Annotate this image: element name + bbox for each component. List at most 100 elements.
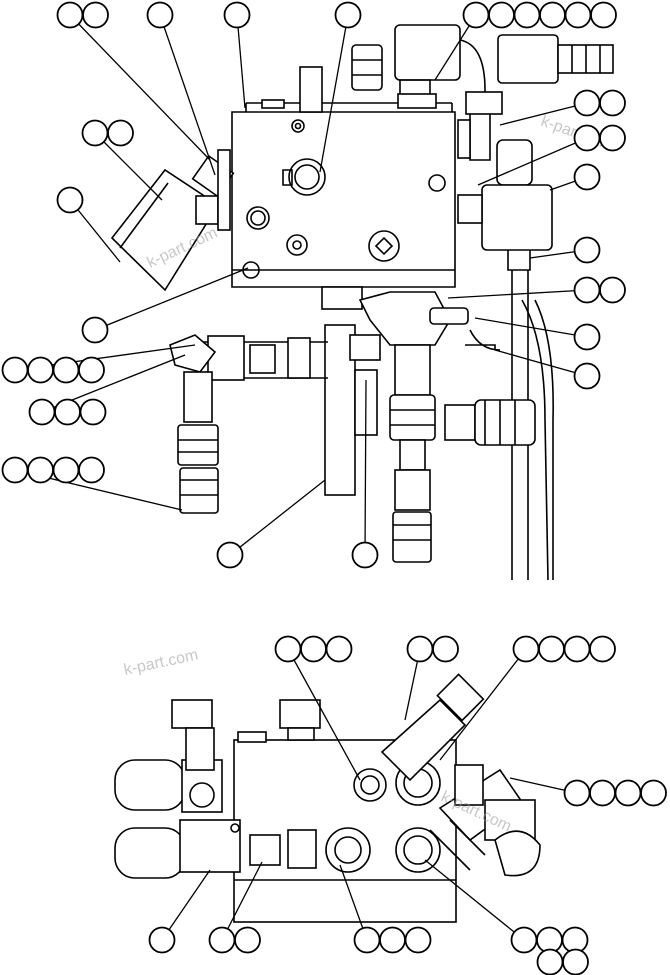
callout-bubble-b7 [404, 926, 432, 954]
top-view-assembly [110, 24, 614, 581]
callout-bubble-t1-group [56, 1, 84, 29]
callout-bubble-b7-group [404, 926, 432, 954]
callout-bubble-t7-group [573, 124, 601, 152]
callout-bubble-t18-group [27, 456, 54, 484]
callout-bubble-t10-group [573, 276, 601, 304]
watermark-text: k-part.com [122, 647, 199, 679]
callout-bubble-t6 [599, 89, 626, 117]
leader-lines [14, 14, 588, 941]
callout-bubble-b2 [406, 635, 434, 663]
callout-bubble-t5-group [564, 1, 592, 29]
leader-line-t1 [69, 14, 211, 161]
callout-bubble-t4 [334, 1, 362, 29]
callout-bubble-t18-group [78, 456, 105, 484]
callout-bubble-b4 [640, 779, 667, 807]
callout-bubble-b4-group [563, 779, 591, 807]
callout-bubble-b8 [536, 948, 564, 975]
callout-bubble-b4-group [589, 779, 616, 807]
callout-bubble-t5-group [488, 1, 515, 29]
leader-line-b8 [424, 859, 525, 941]
callout-bubble-t10 [573, 276, 601, 304]
callout-bubble-t5 [513, 1, 541, 29]
callout-bubble-t12 [573, 362, 601, 390]
callout-bubble-b8-group [562, 948, 589, 975]
callout-bubble-t10 [599, 276, 626, 304]
leader-line-t19 [229, 479, 326, 556]
callout-bubble-t17-group [79, 398, 107, 426]
callout-bubble-t17-group [28, 398, 56, 426]
leader-line-b3 [439, 648, 527, 761]
callout-bubble-t6 [573, 89, 601, 117]
callout-bubble-b3 [512, 635, 540, 663]
callout-bubble-t17-group [54, 398, 81, 426]
callout-bubble-t4-group [334, 1, 362, 29]
callout-bubble-t17 [54, 398, 81, 426]
leader-line-t7 [477, 137, 588, 186]
callout-bubble-t15 [81, 316, 109, 344]
left-coupler-line [169, 334, 328, 514]
callout-bubble-t20 [351, 541, 379, 569]
callout-bubble-b5 [148, 926, 176, 954]
callout-bubble-b3 [589, 635, 616, 663]
callout-bubble-b6-group [208, 926, 236, 954]
callout-bubble-b7 [353, 926, 381, 954]
callout-bubble-t13-group [81, 119, 109, 147]
callout-bubble-b7-group [379, 926, 406, 954]
callout-bubble-t5-group [539, 1, 566, 29]
callout-bubble-b1 [325, 635, 353, 663]
leader-line-b6 [221, 861, 263, 941]
callout-bubble-t2 [146, 1, 174, 29]
main-valve-block [231, 102, 456, 288]
callout-bubble-t7 [599, 124, 626, 152]
callout-bubble-t18 [52, 456, 80, 484]
callout-bubble-t3-group [223, 1, 251, 29]
callout-bubble-t16-group [27, 356, 54, 384]
top-fittings [261, 24, 614, 161]
leader-line-t2 [159, 14, 216, 176]
callout-bubble-t1 [82, 1, 109, 29]
callout-bubble-t5-group [590, 1, 617, 29]
callout-bubble-t17 [28, 398, 56, 426]
leader-line-t6 [499, 102, 588, 126]
leader-line-t20 [364, 379, 367, 556]
callout-bubble-b2 [432, 635, 459, 663]
callout-bubble-t9 [573, 236, 601, 264]
callout-bubble-b3 [538, 635, 565, 663]
callout-bubble-b4-group [640, 779, 667, 807]
callout-bubble-t6-group [573, 89, 601, 117]
right-solenoid-valve [457, 139, 554, 581]
callout-bubble-b7-group [353, 926, 381, 954]
callout-bubble-t14-group [56, 186, 84, 214]
callout-bubble-b1 [300, 635, 327, 663]
callout-bubble-b8 [562, 948, 589, 975]
callout-bubble-b3 [563, 635, 591, 663]
leader-line-t12 [494, 349, 588, 377]
leader-line-t13 [94, 132, 163, 201]
callout-bubble-t8-group [573, 163, 601, 191]
callout-bubble-t11-group [573, 323, 601, 351]
leader-line-t11 [474, 317, 588, 338]
callout-bubble-b1-group [300, 635, 327, 663]
callout-bubble-t2-group [146, 1, 174, 29]
callout-bubble-t1 [56, 1, 84, 29]
callout-bubble-b3-group [538, 635, 565, 663]
callout-bubble-b7 [379, 926, 406, 954]
callout-bubble-t18 [1, 456, 29, 484]
leader-line-t3 [236, 14, 246, 109]
bottom-view-assembly [114, 673, 541, 923]
callout-bubble-t13 [107, 119, 134, 147]
callout-bubble-t20-group [351, 541, 379, 569]
callout-bubble-b8-group [536, 948, 564, 975]
callout-bubble-t19 [216, 541, 244, 569]
callout-bubble-t1-group [82, 1, 109, 29]
callout-bubble-b6 [208, 926, 236, 954]
callout-bubble-t17 [79, 398, 107, 426]
callout-bubble-b6-group [234, 926, 261, 954]
callout-bubble-t5-group [513, 1, 541, 29]
callout-bubble-b6 [234, 926, 261, 954]
callout-bubble-t16-group [52, 356, 80, 384]
callout-bubble-t12-group [573, 362, 601, 390]
callout-bubble-t6-group [599, 89, 626, 117]
